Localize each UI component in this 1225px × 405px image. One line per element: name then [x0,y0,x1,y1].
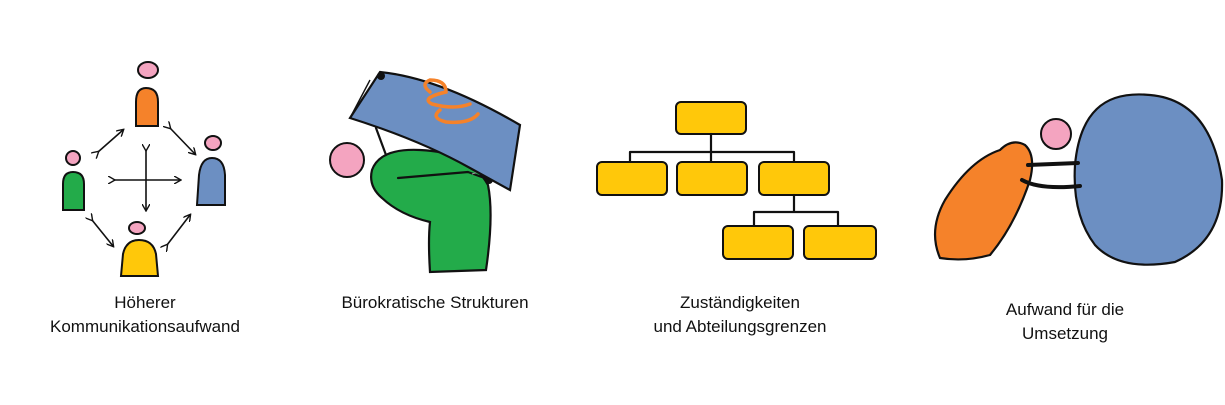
caption-communication: Höherer Kommunikationsaufwand [20,291,270,339]
pushing-boulder-icon [933,93,1224,266]
org-chart-icon [596,101,877,260]
caption-implementation-line1: Aufwand für die [1005,300,1125,319]
caption-communication-line2: Kommunikationsaufwand [50,317,240,336]
bureaucracy-book-icon [329,70,522,274]
caption-responsibilities-line2: und Abteilungsgrenzen [653,317,827,336]
communication-icon [62,61,226,277]
person-blue [195,135,226,206]
caption-responsibilities: Zuständigkeiten und Abteilungsgrenzen [605,291,875,339]
caption-bureaucracy-line1: Bürokratische Strukturen [341,293,529,312]
caption-implementation: Aufwand für die Umsetzung [940,298,1190,346]
caption-bureaucracy: Bürokratische Strukturen [310,291,560,315]
caption-communication-line1: Höherer [114,293,176,312]
caption-responsibilities-line1: Zuständigkeiten [679,293,801,312]
person-green [62,150,85,211]
person-yellow [119,221,160,277]
person-orange [135,61,159,127]
caption-implementation-line2: Umsetzung [1022,324,1108,343]
